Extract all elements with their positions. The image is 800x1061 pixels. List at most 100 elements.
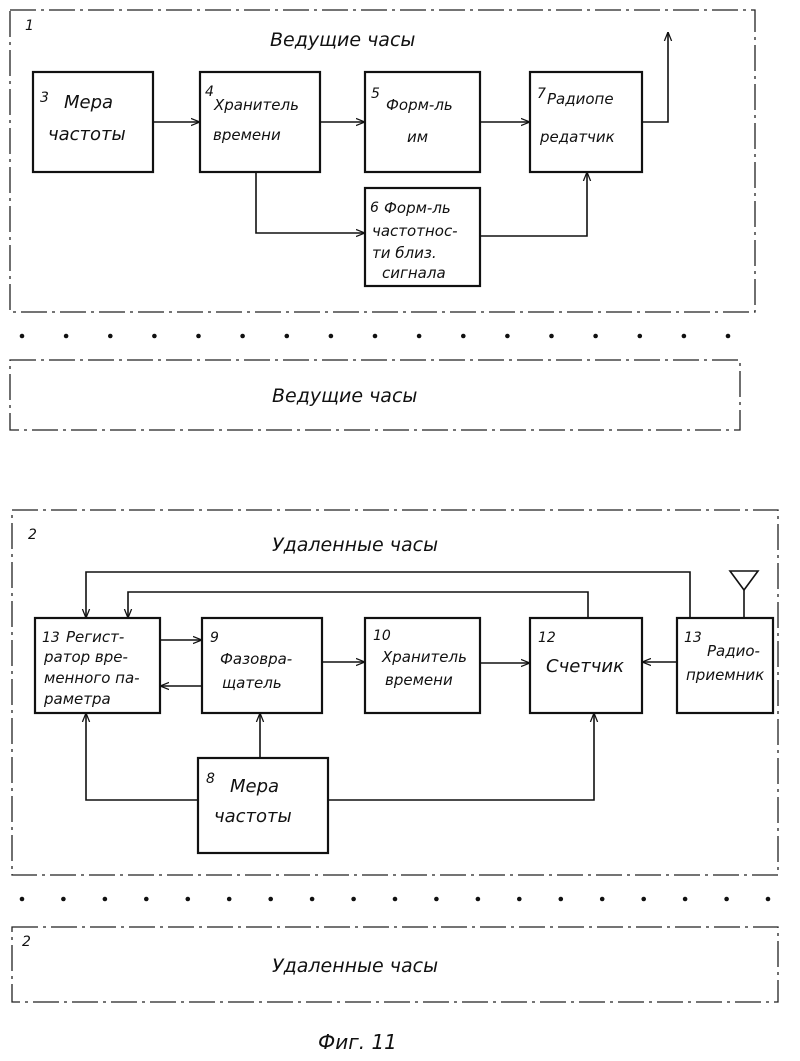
block-label-line: Счетчик — [546, 656, 624, 677]
block-label-line: Форм-ль — [384, 199, 451, 217]
separator-dots-bottom — [20, 897, 771, 902]
block-frequency-measure-remote: 8 Мера частоты — [198, 758, 328, 853]
block-time-keeper-master: 4 Хранитель времени — [200, 72, 320, 172]
block-label-line: Радио- — [707, 642, 760, 660]
separator-dot — [227, 897, 232, 902]
separator-dot — [682, 334, 687, 339]
block-label-line: приемник — [686, 666, 764, 684]
block-label-line: Радиопе — [547, 90, 614, 108]
separator-dot — [641, 897, 646, 902]
separator-dot — [196, 334, 201, 339]
separator-dot — [461, 334, 466, 339]
separator-dot — [393, 897, 398, 902]
separator-dot — [285, 334, 290, 339]
master-clock-number: 1 — [25, 18, 34, 34]
separator-dot — [434, 897, 439, 902]
block-pulse-former: 5 Форм-ль им — [365, 72, 480, 172]
remote-clock-repeat-number: 2 — [22, 934, 31, 950]
block-label-line: менного па- — [44, 669, 140, 687]
block-number: 13 — [684, 630, 702, 646]
antenna-icon — [730, 571, 758, 618]
block-label-line: частоты — [214, 806, 292, 827]
block-label-line: Форм-ль — [386, 96, 453, 114]
block-label-line: времени — [385, 671, 453, 689]
block-label-line: раметра — [43, 690, 111, 708]
separator-dot — [186, 897, 191, 902]
separator-dots-top — [20, 334, 731, 339]
block-number: 10 — [373, 628, 391, 644]
block-number: 4 — [205, 84, 214, 100]
separator-dot — [144, 897, 149, 902]
separator-dot — [64, 334, 69, 339]
block-label-line: времени — [213, 126, 281, 144]
separator-dot — [351, 897, 356, 902]
antenna-output — [642, 32, 668, 122]
separator-dot — [108, 334, 113, 339]
separator-dot — [724, 897, 729, 902]
separator-dot — [20, 334, 25, 339]
separator-dot — [20, 897, 25, 902]
master-clock-title: Ведущие часы — [270, 29, 415, 51]
block-number: 3 — [40, 90, 49, 106]
block-label-line: Регист- — [66, 628, 124, 646]
separator-dot — [766, 897, 771, 902]
separator-dot — [103, 897, 108, 902]
separator-dot — [726, 334, 731, 339]
separator-dot — [329, 334, 334, 339]
separator-dot — [600, 897, 605, 902]
remote-clock-repeat-title: Удаленные часы — [272, 955, 438, 977]
separator-dot — [593, 334, 598, 339]
separator-dot — [373, 334, 378, 339]
block-label-line: частоты — [48, 124, 126, 145]
block-label-line: Фазовра- — [220, 650, 292, 668]
separator-dot — [505, 334, 510, 339]
block-number: 7 — [537, 86, 546, 102]
block-label-line: им — [407, 128, 428, 146]
block-label-line: Хранитель — [213, 96, 299, 114]
separator-dot — [517, 897, 522, 902]
block-label-line: редатчик — [539, 128, 615, 146]
separator-dot — [152, 334, 157, 339]
block-number: 6 — [370, 200, 379, 216]
block-frequency-measure-master: 3 Мера частоты — [33, 72, 153, 172]
separator-dot — [417, 334, 422, 339]
block-time-parameter-registrar: 13 Регист- ратор вре- менного па- раметр… — [35, 618, 160, 713]
block-label-line: щатель — [222, 674, 282, 692]
separator-dot — [683, 897, 688, 902]
arrow-measure-to-registrar — [86, 713, 198, 800]
separator-dot — [310, 897, 315, 902]
block-label-line: частотнос- — [372, 222, 458, 240]
figure-caption: Фиг. 11 — [318, 1030, 397, 1054]
block-number: 9 — [210, 630, 219, 646]
separator-dot — [61, 897, 66, 902]
block-phase-shifter: 9 Фазовра- щатель — [202, 618, 322, 713]
block-signal-frequency-former: 6 Форм-ль частотнос- ти близ. сигнала — [365, 188, 480, 286]
remote-clock-title: Удаленные часы — [272, 534, 438, 556]
block-number: 13 — [42, 630, 60, 646]
arrow-keeper-to-signal-former — [256, 172, 365, 233]
block-number: 5 — [371, 86, 380, 102]
block-number: 8 — [206, 771, 215, 787]
block-label-line: ратор вре- — [43, 648, 128, 666]
block-label-line: Мера — [230, 776, 279, 797]
separator-dot — [240, 334, 245, 339]
arrow-receiver-to-registrar — [86, 572, 690, 618]
block-label-line: ти близ. — [372, 244, 437, 262]
block-label-line: сигнала — [382, 264, 446, 282]
block-counter: 12 Счетчик — [530, 618, 642, 713]
block-label-line: Мера — [64, 92, 113, 113]
separator-dot — [638, 334, 643, 339]
separator-dot — [476, 897, 481, 902]
arrow-signal-former-to-transmitter — [480, 172, 587, 236]
separator-dot — [559, 897, 564, 902]
arrow-measure-to-counter — [328, 713, 594, 800]
separator-dot — [549, 334, 554, 339]
block-time-keeper-remote: 10 Хранитель времени — [365, 618, 480, 713]
remote-clock-number: 2 — [28, 527, 37, 543]
block-number: 12 — [538, 630, 556, 646]
separator-dot — [268, 897, 273, 902]
block-radio-receiver: 13 Радио- приемник — [677, 618, 773, 713]
master-clock-repeat-title: Ведущие часы — [272, 385, 417, 407]
arrow-counter-to-registrar — [128, 592, 588, 618]
